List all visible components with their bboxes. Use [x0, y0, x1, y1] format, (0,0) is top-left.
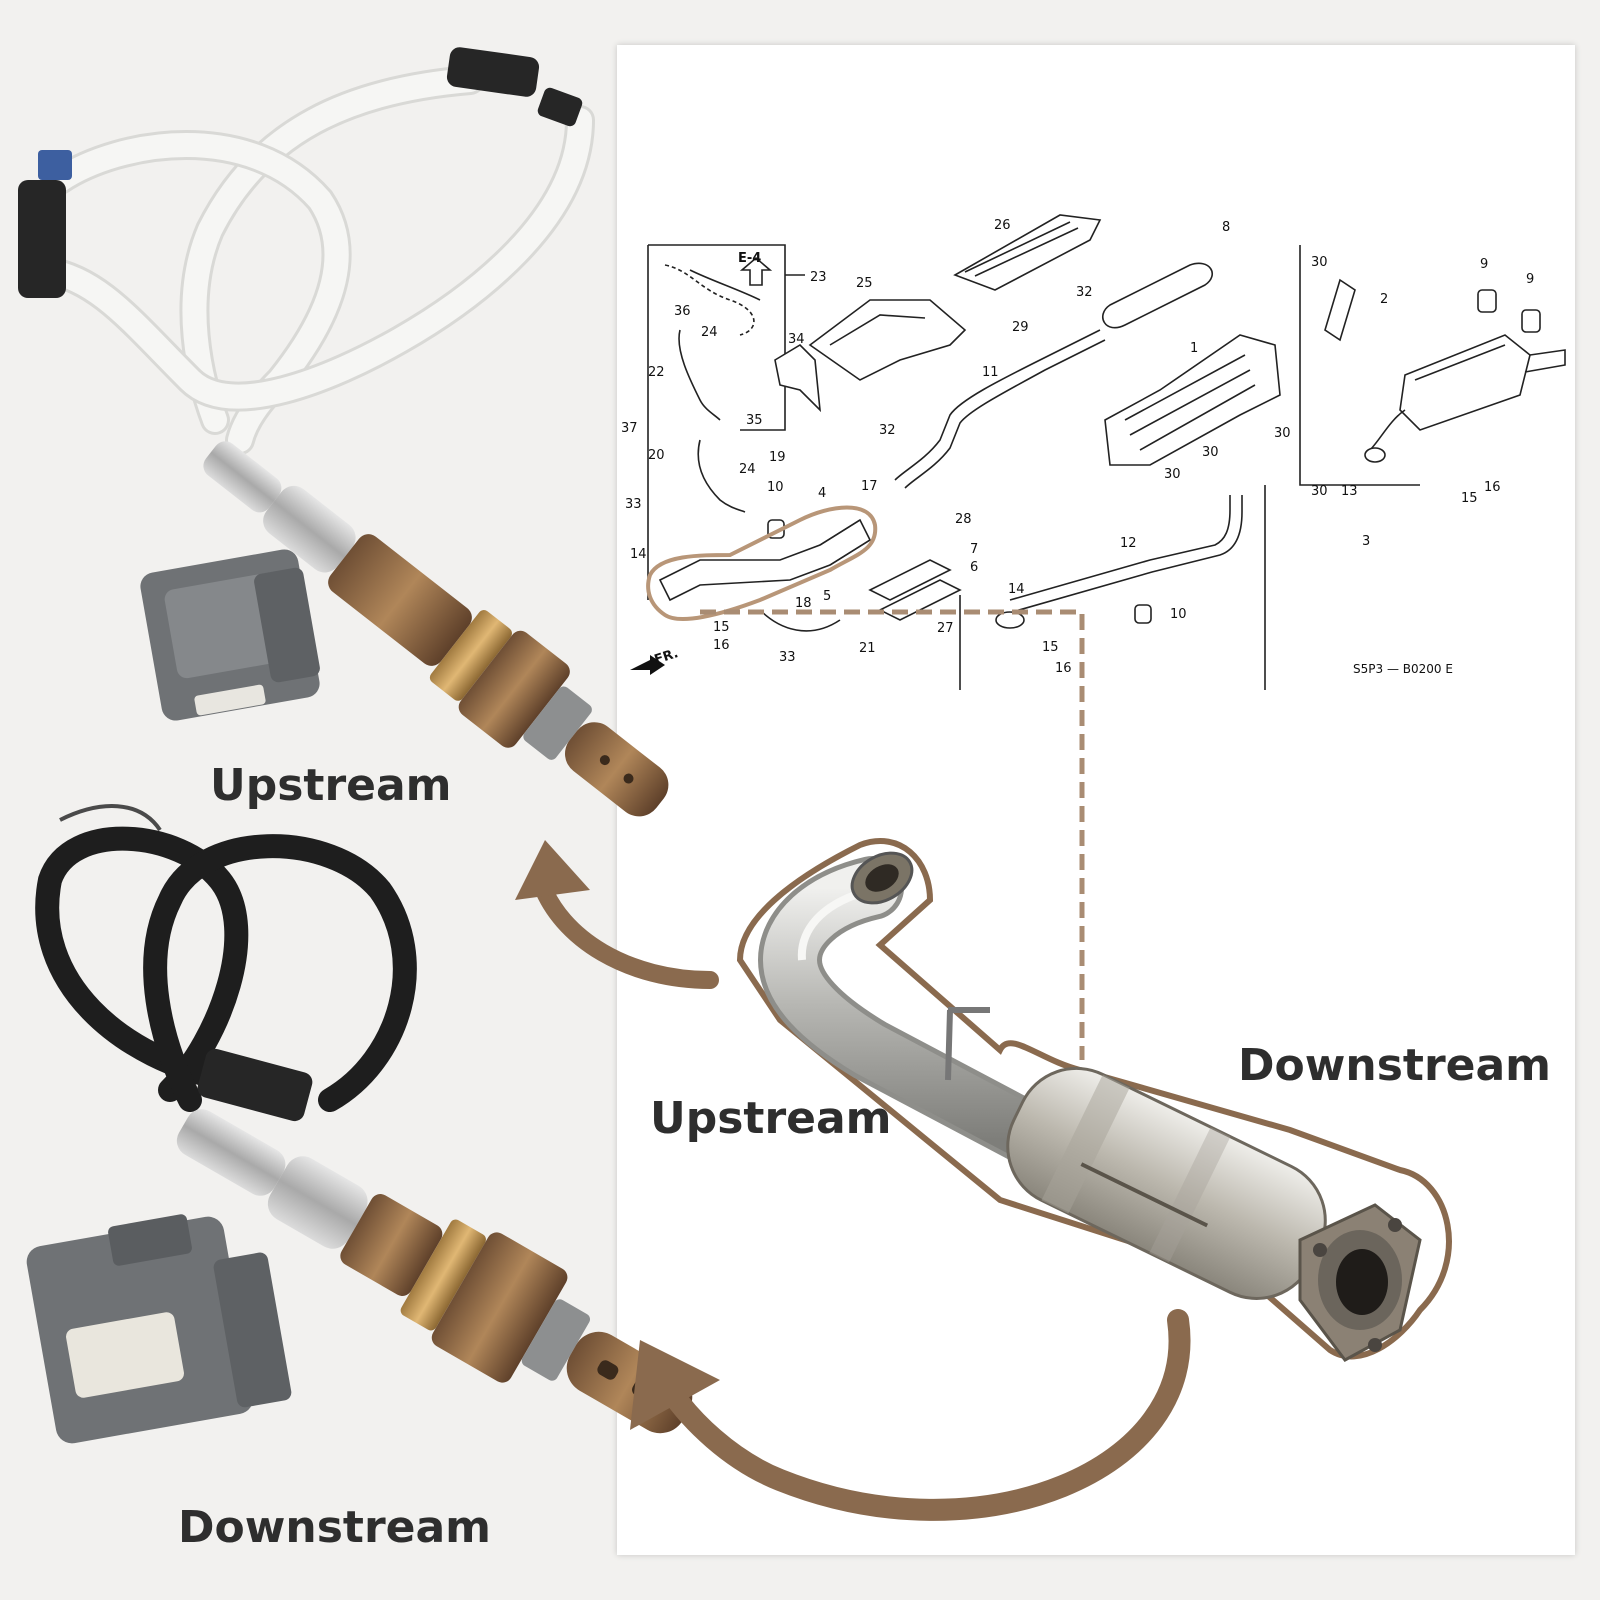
part-number: 36 [674, 304, 691, 319]
part-number: 19 [769, 450, 786, 465]
part-number: 10 [767, 480, 784, 495]
part-number: 2 [1380, 292, 1388, 307]
black-cable [35, 826, 249, 1102]
pipe-11 [894, 329, 1101, 481]
part-number: 5 [823, 589, 831, 604]
downstream-sensor-image [26, 804, 693, 1444]
part-number: 11 [982, 365, 999, 380]
part-number: 8 [1222, 220, 1230, 235]
part-number: 7 [970, 542, 978, 557]
front-marker: FR. [653, 646, 681, 668]
part-number: 24 [739, 462, 756, 477]
downstream-sensor-label: Downstream [178, 1502, 492, 1553]
part-number-labels: 1 2 3 4 5 6 7 8 9 9 10 10 11 12 13 14 14… [621, 218, 1534, 676]
part-number: 15 [1042, 640, 1059, 655]
upstream-sensor-image [18, 47, 669, 817]
part-number: 17 [861, 479, 878, 494]
part-number: 30 [1311, 255, 1328, 270]
part-number: 30 [1311, 484, 1328, 499]
cable-sleeve [446, 47, 540, 97]
upstream-pipe-label: Upstream [650, 1093, 892, 1144]
drawing-code: S5P3 — B0200 E [1353, 662, 1453, 676]
part-number: 30 [1274, 426, 1291, 441]
exhaust-pipe-image [736, 838, 1452, 1362]
part-number: 32 [1076, 285, 1093, 300]
part-number: 22 [648, 365, 665, 380]
highlight-outline [646, 505, 878, 622]
part-number: 28 [955, 512, 972, 527]
part-number: 6 [970, 560, 978, 575]
part-number: 12 [1120, 536, 1137, 551]
part-number: 27 [937, 621, 954, 636]
part-number: 1 [1190, 341, 1198, 356]
part-number: 4 [818, 486, 826, 501]
downstream-sensor-body [176, 1109, 693, 1434]
exhaust-parts-diagram [647, 214, 1566, 690]
downstream-pipe-label: Downstream [1238, 1040, 1552, 1091]
part-number: 32 [879, 423, 896, 438]
part-number: 16 [1484, 480, 1501, 495]
part-number: 25 [856, 276, 873, 291]
part-number: 29 [1012, 320, 1029, 335]
part-number: 15 [1461, 491, 1478, 506]
muffler-3 [1399, 334, 1531, 431]
arrow-to-upstream-sensor [515, 840, 719, 989]
upstream-sensor-label: Upstream [210, 760, 452, 811]
resonator [1102, 262, 1213, 329]
part-number: 23 [810, 270, 827, 285]
part-number: 13 [1341, 484, 1358, 499]
upstream-sensor-body [203, 441, 669, 817]
part-number: 16 [1055, 661, 1072, 676]
part-number: 33 [625, 497, 642, 512]
upstream-connector [140, 549, 320, 721]
part-number: 15 [713, 620, 730, 635]
part-number: 30 [1164, 467, 1181, 482]
downstream-connector [26, 1214, 292, 1444]
part-number: 9 [1480, 257, 1488, 272]
front-arrow [630, 655, 665, 675]
part-number: 9 [1526, 272, 1534, 287]
part-number: 3 [1362, 534, 1370, 549]
dashed-leader [700, 609, 1085, 1060]
part-number: 30 [1202, 445, 1219, 460]
heat-shield-26 [953, 214, 1102, 291]
part-number: 24 [701, 325, 718, 340]
detail-inset-box [647, 244, 786, 600]
part-number: 16 [713, 638, 730, 653]
cable-sleeve [18, 180, 66, 298]
part-number: 34 [788, 332, 805, 347]
part-number: 14 [630, 547, 647, 562]
detail-ref: E-4 [738, 251, 761, 266]
part-number: 37 [621, 421, 638, 436]
heat-shield-1 [1104, 334, 1281, 466]
part-number: 35 [746, 413, 763, 428]
pipe-12 [1009, 495, 1231, 601]
heat-shield-25 [808, 299, 967, 381]
part-number: 21 [859, 641, 876, 656]
part-number: 33 [779, 650, 796, 665]
arrow-to-downstream-sensor [630, 1309, 1191, 1521]
part-number: 18 [795, 596, 812, 611]
part-number: 14 [1008, 582, 1025, 597]
part-number: 26 [994, 218, 1011, 233]
part-number: 20 [648, 448, 665, 463]
part-number: 10 [1170, 607, 1187, 622]
